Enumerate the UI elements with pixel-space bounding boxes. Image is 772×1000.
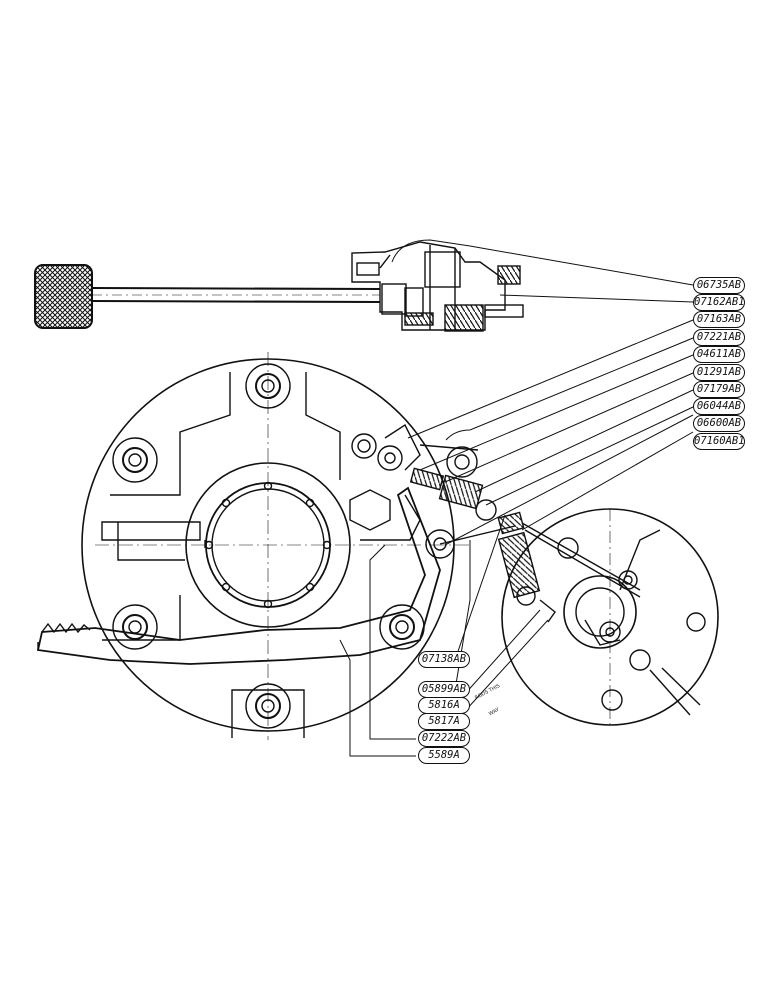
callout-part-07222ab: 07222AB	[418, 730, 470, 747]
callout-part-07179ab: 07179AB	[693, 381, 745, 398]
callout-part-06735ab: 06735AB	[693, 277, 745, 294]
callout-part-07162ab1: 07162AB1	[693, 294, 745, 311]
callout-part-07163ab: 07163AB	[693, 311, 745, 328]
callout-part-05899ab: 05899AB	[418, 681, 470, 698]
callout-part-5817a: 5817A	[418, 713, 470, 730]
pedal-pad	[34, 264, 93, 329]
callout-part-01291ab: 01291AB	[693, 364, 745, 381]
hub-bolt-holes	[204, 481, 332, 609]
backing-plate	[81, 352, 470, 740]
callout-part-04611ab: 04611AB	[693, 346, 745, 363]
callout-part-5816a: 5816A	[418, 697, 470, 714]
brake-pedal	[36, 486, 441, 665]
mounting-bosses	[112, 363, 425, 729]
callout-part-07221ab: 07221AB	[693, 329, 745, 346]
callout-part-5589a: 5589A	[418, 747, 470, 764]
right-brake-drum	[501, 508, 719, 726]
callout-part-07138ab: 07138AB	[418, 651, 470, 668]
callout-part-06600ab: 06600AB	[693, 415, 745, 432]
linkage-and-springs	[377, 423, 641, 623]
callout-part-07160ab1: 07160AB1	[693, 433, 745, 450]
callout-part-06044ab: 06044AB	[693, 398, 745, 415]
pedal-side-view	[34, 241, 524, 332]
